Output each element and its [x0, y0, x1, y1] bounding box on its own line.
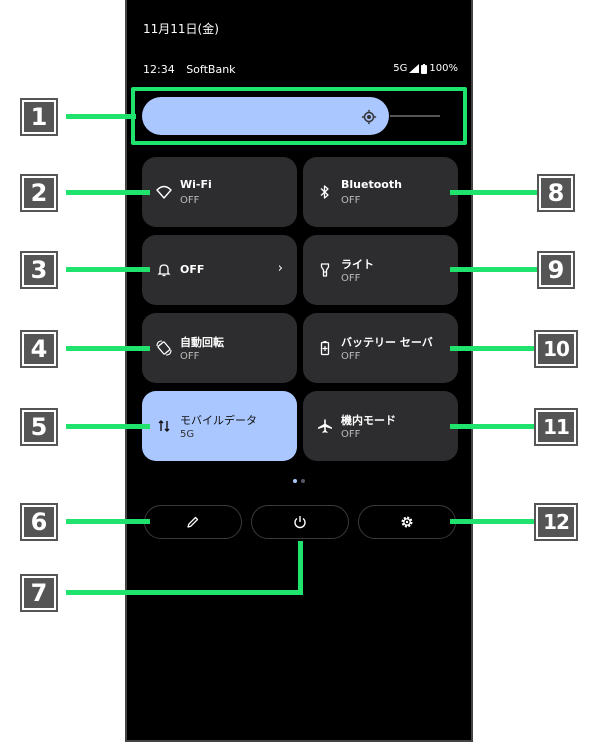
tile-label: 機内モード — [341, 414, 396, 427]
callout-4: 4 — [22, 332, 56, 366]
callout-line-7 — [66, 590, 303, 595]
page-dot — [301, 479, 305, 483]
power-icon — [294, 516, 306, 529]
callout-3: 3 — [22, 253, 56, 287]
data-arrows-icon — [158, 420, 170, 432]
tile-label: 自動回転 — [180, 336, 224, 349]
tile-label: バッテリー セーバ — [341, 336, 433, 349]
status-right: 5G 100% — [393, 63, 458, 74]
callout-line-3 — [66, 267, 150, 272]
tile-label: Wi-Fi — [180, 178, 212, 191]
battery-status-icon — [421, 63, 428, 74]
callout-line-5 — [66, 424, 150, 429]
brightness-track[interactable] — [390, 115, 440, 117]
bluetooth-icon — [320, 185, 329, 199]
tile-status: OFF — [341, 273, 361, 284]
callout-line-12 — [450, 519, 538, 524]
callout-line-7-vertical — [298, 541, 303, 595]
page-indicator — [293, 479, 305, 483]
tile-airplane[interactable]: 機内モード OFF — [303, 391, 458, 461]
brightness-slider[interactable] — [142, 97, 389, 135]
callout-10: 10 — [536, 332, 576, 366]
tile-wifi[interactable]: Wi-Fi OFF — [142, 157, 297, 227]
airplane-icon — [318, 419, 332, 433]
battery-percent: 100% — [429, 63, 458, 74]
tile-battery-saver[interactable]: バッテリー セーバ OFF — [303, 313, 458, 383]
callout-line-4 — [66, 346, 150, 351]
chevron-right-icon: › — [277, 261, 283, 276]
callout-line-6 — [66, 519, 150, 524]
tile-mobile-data[interactable]: モバイルデータ 5G — [142, 391, 297, 461]
callout-2: 2 — [22, 176, 56, 210]
callout-8: 8 — [539, 176, 573, 210]
tile-status: OFF — [341, 429, 361, 440]
tile-flashlight[interactable]: ライト OFF — [303, 235, 458, 305]
wifi-icon — [156, 185, 172, 199]
carrier-name: SoftBank — [186, 63, 236, 76]
tile-label: Bluetooth — [341, 178, 402, 191]
tile-autorotate[interactable]: 自動回転 OFF — [142, 313, 297, 383]
rotate-icon — [156, 340, 172, 356]
status-left: 12:34 SoftBank — [143, 63, 236, 76]
tile-bluetooth[interactable]: Bluetooth OFF — [303, 157, 458, 227]
tile-status: OFF — [180, 351, 200, 362]
edit-icon — [187, 516, 199, 528]
settings-button[interactable] — [358, 505, 456, 539]
callout-1: 1 — [22, 100, 56, 134]
signal-icon — [409, 64, 420, 73]
callout-12: 12 — [536, 505, 576, 539]
network-type: 5G — [393, 63, 408, 74]
callout-7: 7 — [22, 576, 56, 610]
tile-status: OFF — [341, 351, 361, 362]
callout-line-8 — [450, 190, 538, 195]
callout-line-9 — [450, 267, 538, 272]
tile-sound[interactable]: OFF › — [142, 235, 297, 305]
callout-11: 11 — [536, 410, 576, 444]
callout-line-2 — [66, 190, 150, 195]
power-button[interactable] — [251, 505, 349, 539]
callout-6: 6 — [22, 505, 56, 539]
tile-status: OFF — [180, 195, 200, 206]
clock: 12:34 — [143, 63, 175, 76]
battery-icon — [320, 341, 330, 356]
gear-icon — [401, 516, 413, 528]
callout-line-10 — [450, 346, 538, 351]
tile-label: ライト — [341, 258, 374, 271]
callout-9: 9 — [539, 253, 573, 287]
tile-status: OFF — [341, 195, 361, 206]
brightness-icon — [361, 109, 377, 125]
page-dot-active — [293, 479, 297, 483]
edit-button[interactable] — [144, 505, 242, 539]
callout-5: 5 — [22, 410, 56, 444]
callout-line-11 — [450, 424, 538, 429]
bell-icon — [157, 264, 171, 277]
callout-line-1 — [66, 114, 136, 119]
flashlight-icon — [320, 263, 330, 277]
tile-label: OFF — [180, 263, 205, 276]
tile-status: 5G — [180, 429, 195, 440]
tile-label: モバイルデータ — [180, 414, 257, 427]
date-label: 11月11日(金) — [143, 22, 219, 36]
